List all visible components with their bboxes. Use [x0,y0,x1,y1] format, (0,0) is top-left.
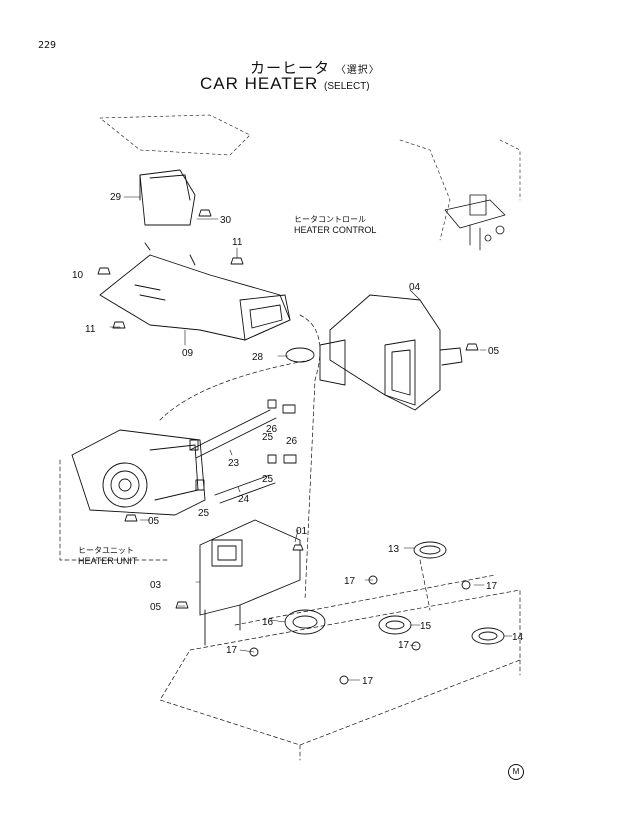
callout-09: 09 [182,348,194,359]
heater-unit-caption: ヒータユニット HEATER UNIT [78,546,138,566]
callout-30: 30 [220,215,232,226]
callout-17b: 17 [486,581,498,592]
heater-control-caption: ヒータコントロール HEATER CONTROL [294,215,377,235]
callout-23: 23 [228,458,240,469]
page-mark: M [508,764,524,780]
callout-17c: 17 [226,645,238,656]
heater-control-assembly [444,194,506,251]
callout-16: 16 [262,617,274,628]
callout-14: 14 [512,632,524,643]
callout-17d: 17 [398,640,410,651]
callout-11b: 11 [85,324,96,335]
hose-connectors-26 [282,404,297,464]
title-english: CAR HEATER (SELECT) [200,74,370,93]
callout-26a: 26 [266,424,278,435]
callout-25b: 25 [262,474,274,485]
callout-13: 13 [388,544,400,555]
grommet-15 [378,615,412,635]
callout-29: 29 [110,192,122,203]
grommet-14 [471,627,505,645]
callout-03: 03 [150,580,162,591]
leader-lines [99,196,513,681]
callout-24: 24 [238,494,250,505]
callout-25a: 25 [262,432,274,443]
cover-03 [199,519,301,646]
grommet-16 [284,609,326,635]
callout-17a: 17 [344,576,356,587]
callout-26b: 26 [286,436,298,447]
bolts [97,209,479,685]
callout-01: 01 [296,526,308,537]
callout-17e: 17 [362,676,374,687]
cover-29 [139,169,196,226]
callout-25c: 25 [198,508,210,519]
heater-box-04 [319,294,463,411]
floor-plate-outline [59,314,521,761]
callout-05a: 05 [488,346,500,357]
heater-unit-assembly [71,429,206,516]
callout-labels: 29 30 11 10 11 09 04 05 28 26 25 23 26 2… [72,192,524,687]
hose-clamp-28 [285,347,315,363]
callout-05c: 05 [150,602,162,613]
callout-10: 10 [72,270,84,281]
callout-28: 28 [252,352,264,363]
page-number: 229 [38,40,57,51]
grommet-13 [413,541,447,559]
hose-clips-25 [189,399,277,491]
title-japanese: カーヒータ 〈選択〉 [250,59,380,77]
callout-04: 04 [409,282,421,293]
callout-05b: 05 [148,516,160,527]
hose-24 [214,474,276,504]
cab-upper-detail [99,114,521,241]
duct-09 [99,242,291,341]
hose-23 [189,409,277,459]
callout-11a: 11 [232,237,243,248]
callout-15: 15 [420,621,432,632]
